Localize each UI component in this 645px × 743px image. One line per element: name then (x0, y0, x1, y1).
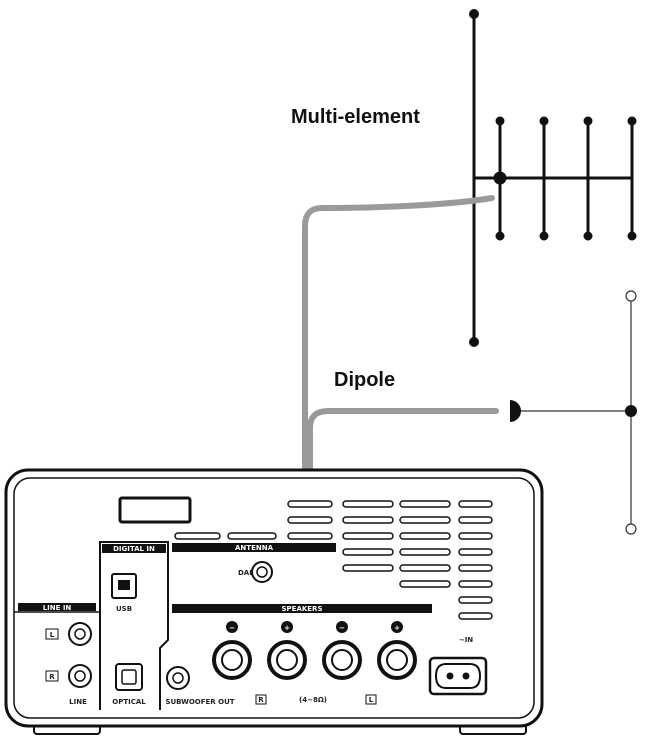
optical-port (115, 663, 143, 691)
speakers-bar (172, 604, 432, 613)
speaker-terminals: − + − + (212, 621, 417, 680)
speaker-terminal-r-plus: + (267, 621, 307, 680)
digital-in-bar (102, 544, 166, 553)
line-in-r-badge-box (45, 670, 59, 682)
subwoofer-out-jack-inner (172, 672, 184, 684)
digital-in-section (99, 541, 169, 710)
dipole-antenna (510, 290, 637, 535)
yagi-elements (495, 116, 637, 241)
dipole-connector (510, 400, 521, 422)
antenna-bar (172, 543, 336, 552)
line-in-r-badge: R (49, 673, 55, 681)
dab-label: DAB (238, 569, 255, 577)
antenna-label: ANTENNA (235, 544, 274, 552)
usb-label: USB (116, 605, 132, 613)
dipole-top-end (625, 290, 637, 302)
terminal-minus-sign-2: − (339, 624, 345, 632)
dipole-cable (307, 408, 499, 523)
line-in-bar (18, 603, 96, 611)
line-in-l-jack (68, 622, 92, 646)
ac-inlet (428, 656, 488, 696)
optical-label: OPTICAL (112, 698, 146, 706)
device-inner-frame (13, 477, 535, 719)
device-rear-panel: DIGITAL IN ANTENNA SPEAKERS LINE IN DAB … (4, 468, 544, 735)
ac-inlet-socket (434, 663, 482, 689)
speaker-l-badge: L (369, 696, 374, 704)
terminal-plus-sign-1: + (284, 624, 290, 632)
usb-port-tongue (118, 580, 130, 590)
multi-element-label: Multi-element (291, 106, 420, 128)
ac-in-label: ~IN (459, 636, 473, 644)
speaker-r-badge: R (258, 696, 264, 704)
speaker-terminal-l-plus: + (377, 621, 417, 680)
line-in-r-jack (68, 664, 92, 688)
line-in-label: LINE IN (43, 604, 72, 612)
terminal-plus-sign-2: + (394, 624, 400, 632)
dipole-label: Dipole (334, 369, 396, 391)
label-slot (118, 496, 192, 524)
speaker-terminal-l-minus: − (322, 621, 362, 680)
dipole-bottom-end (625, 523, 637, 535)
speaker-terminal-r-minus: − (212, 621, 252, 680)
mast-bottom-tip (469, 337, 479, 347)
subwoofer-out-label: SUBWOOFER OUT (165, 698, 234, 706)
speaker-l-badge-box (365, 694, 377, 705)
speakers-label: SPEAKERS (281, 605, 322, 613)
line-in-l-jack-inner (74, 628, 86, 640)
optical-port-inner (121, 669, 137, 685)
ac-inlet-pin-right (462, 672, 470, 680)
dab-antenna-jack-inner (256, 566, 268, 578)
speaker-r-badge-box (255, 694, 267, 705)
multi-element-antenna (469, 9, 637, 347)
line-in-l-badge-box (45, 628, 59, 640)
dab-antenna-jack (251, 561, 273, 583)
dipole-center (625, 405, 637, 417)
digital-in-label: DIGITAL IN (113, 545, 155, 553)
mast-top-tip (469, 9, 479, 19)
terminal-minus-sign-1: − (229, 624, 235, 632)
vent-slots (174, 500, 493, 620)
line-in-l-badge: L (50, 631, 55, 639)
ac-inlet-pin-left (446, 672, 454, 680)
subwoofer-out-jack (166, 666, 190, 690)
line-in-r-jack-inner (74, 670, 86, 682)
speaker-impedance-label: (4~8Ω) (299, 696, 327, 704)
line-label: LINE (69, 698, 87, 706)
